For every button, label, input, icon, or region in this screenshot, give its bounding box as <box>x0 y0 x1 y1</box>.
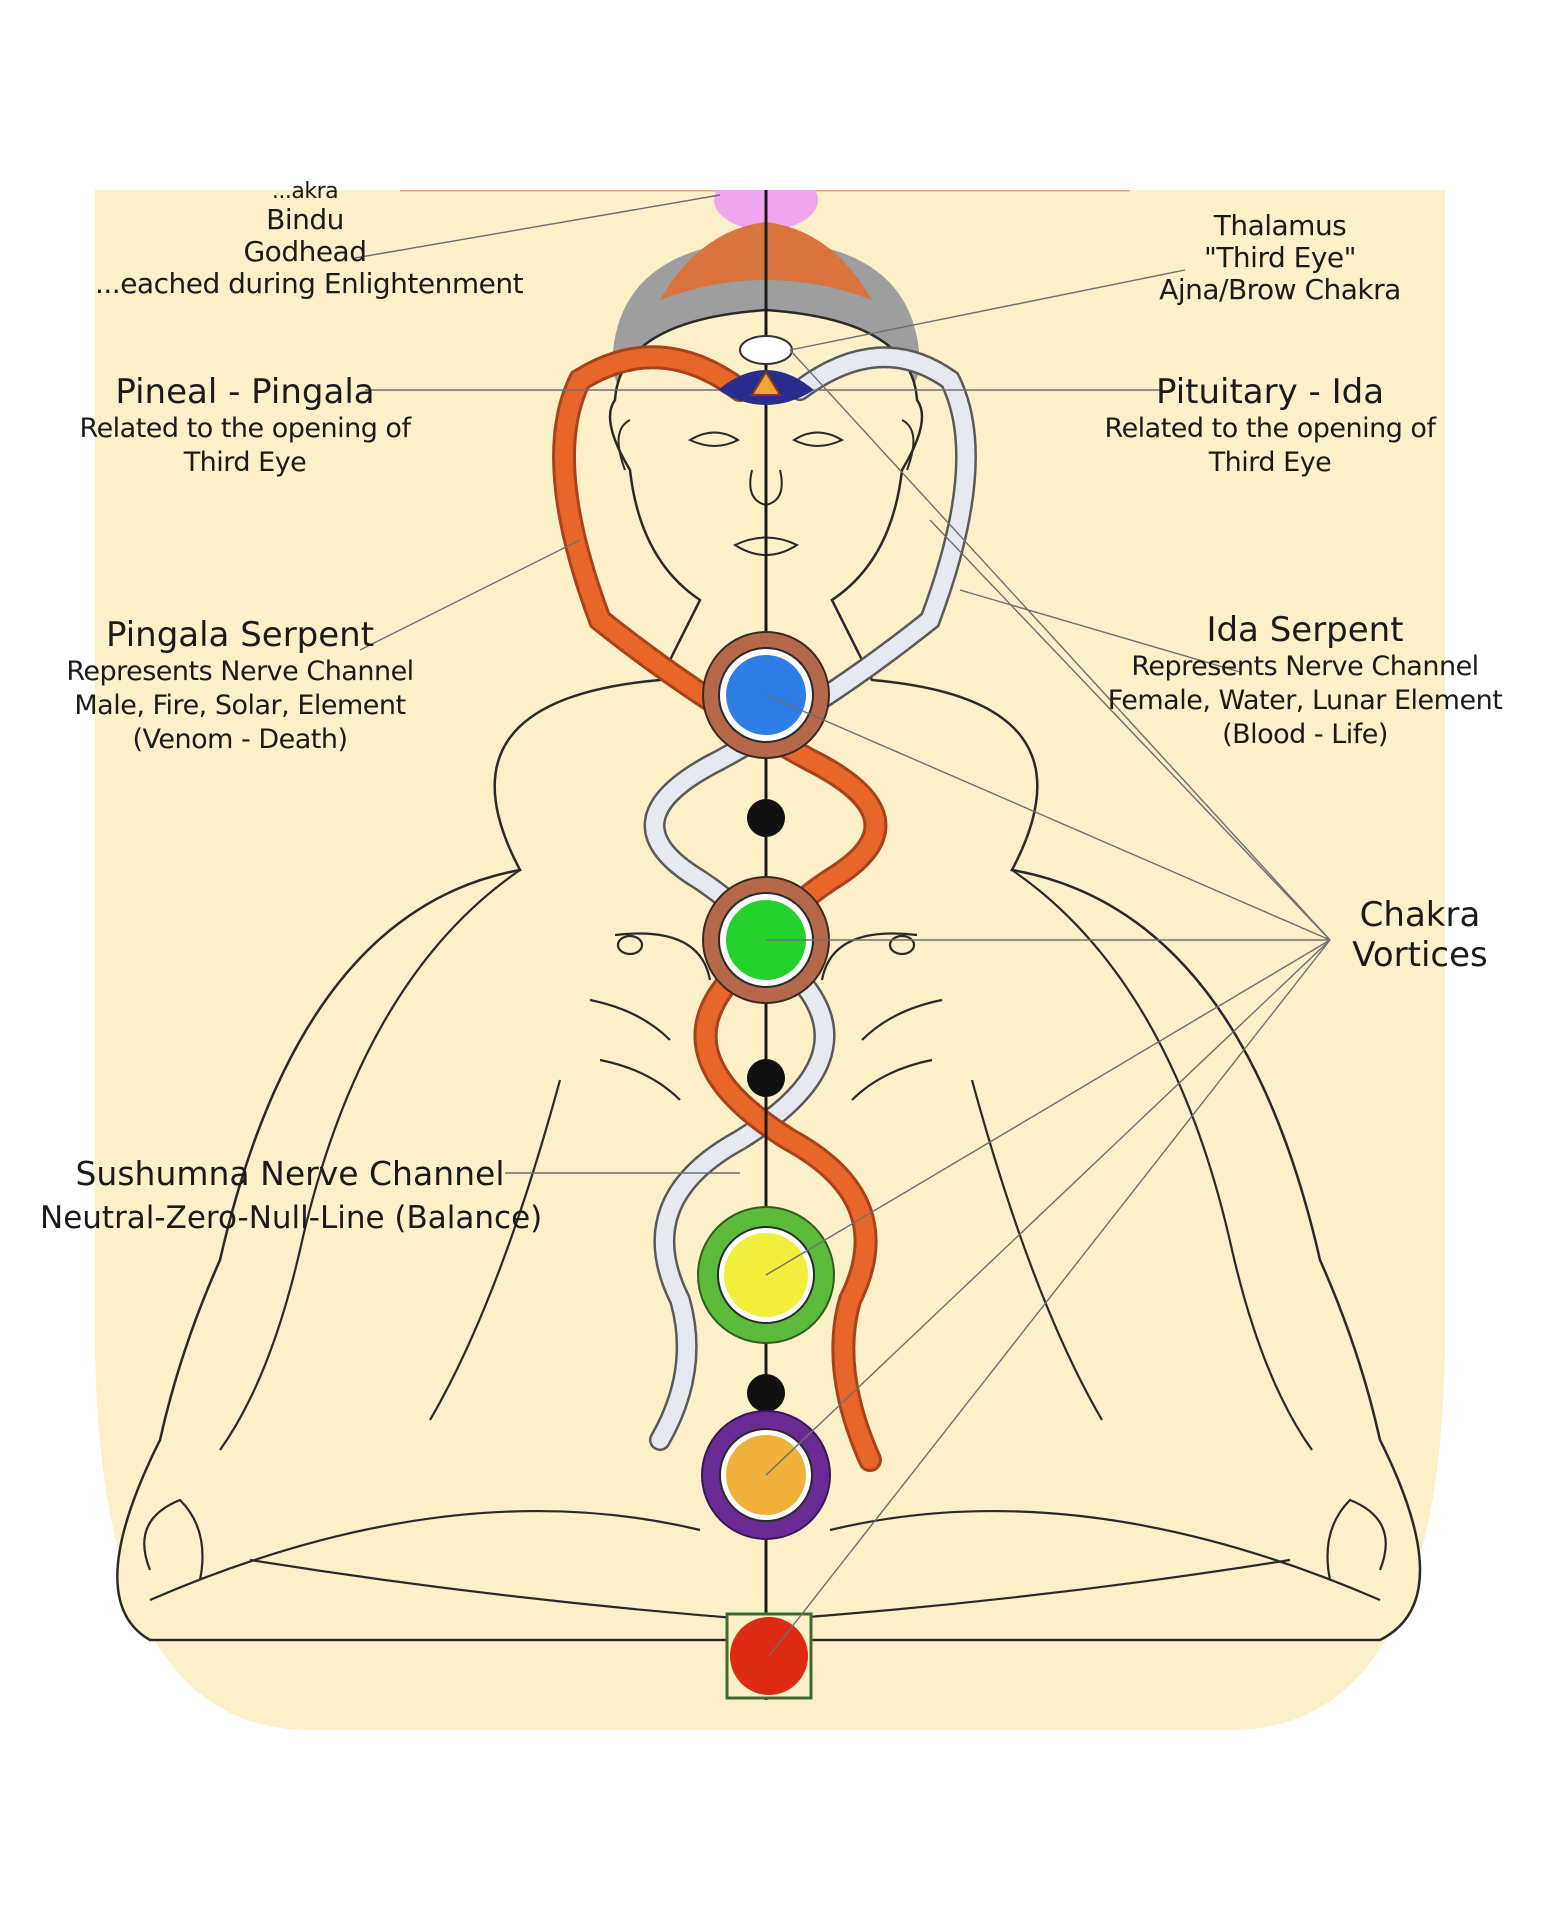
pituitary-label-title: Pituitary - Ida <box>1155 372 1385 412</box>
limb-lines <box>143 869 1387 1622</box>
pingala-label-line2: Male, Fire, Solar, Element <box>74 690 406 721</box>
ida-label-line3: (Blood - Life) <box>1222 719 1388 750</box>
chakra-vortices-line2: Vortices <box>1352 935 1488 975</box>
thalamus-label-line2: "Third Eye" <box>1203 241 1357 274</box>
third-eye <box>718 335 814 405</box>
thalamus-label: Thalamus "Third Eye" Ajna/Brow Chakra <box>1130 210 1430 306</box>
pineal-label: Pineal - Pingala Related to the opening … <box>60 372 430 480</box>
ida-label-title: Ida Serpent <box>1206 610 1404 650</box>
sushumna-label-line2: Neutral-Zero-Null-Line (Balance) <box>40 1200 543 1236</box>
pineal-label-title: Pineal - Pingala <box>115 372 375 412</box>
chakra-vortices-line1: Chakra <box>1359 895 1481 935</box>
pingala-label-line1: Represents Nerve Channel <box>66 656 414 687</box>
node-1 <box>747 799 785 837</box>
crown-label-line3: Godhead <box>243 235 367 268</box>
pineal-label-line2: Third Eye <box>183 447 307 478</box>
pituitary-label-line1: Related to the opening of <box>1104 413 1436 444</box>
ida-label-line2: Female, Water, Lunar Element <box>1107 685 1503 716</box>
crown-label-line2: Bindu <box>266 203 344 236</box>
pituitary-label-line2: Third Eye <box>1208 447 1332 478</box>
thalamus-label-line1: Thalamus <box>1213 209 1347 242</box>
crown-label-line1: ...akra <box>271 179 339 204</box>
thalamus-label-line3: Ajna/Brow Chakra <box>1159 273 1401 306</box>
pineal-label-line1: Related to the opening of <box>79 413 411 444</box>
root-chakra <box>725 1612 813 1700</box>
pingala-label: Pingala Serpent Represents Nerve Channel… <box>55 615 425 757</box>
sushumna-label: Sushumna Nerve Channel Neutral-Zero-Null… <box>40 1152 543 1240</box>
sushumna-label-line1: Sushumna Nerve Channel <box>75 1154 505 1193</box>
crown-label-line4: ...eached during Enlightenment <box>95 267 524 300</box>
ida-label: Ida Serpent Represents Nerve Channel Fem… <box>1100 610 1510 752</box>
pingala-label-title: Pingala Serpent <box>105 615 375 655</box>
chakra-vortices-label: Chakra Vortices <box>1335 895 1505 975</box>
ida-serpent <box>643 346 977 1451</box>
node-2 <box>747 1059 785 1097</box>
pingala-serpent <box>552 345 888 1472</box>
crown-label: ...akra Bindu Godhead ...eached during E… <box>95 179 524 300</box>
ida-label-line1: Represents Nerve Channel <box>1131 651 1479 682</box>
node-3 <box>747 1374 785 1412</box>
pituitary-label: Pituitary - Ida Related to the opening o… <box>1085 372 1455 480</box>
leader-lines <box>354 194 1331 1657</box>
face <box>617 419 915 556</box>
pingala-label-line3: (Venom - Death) <box>132 724 348 755</box>
